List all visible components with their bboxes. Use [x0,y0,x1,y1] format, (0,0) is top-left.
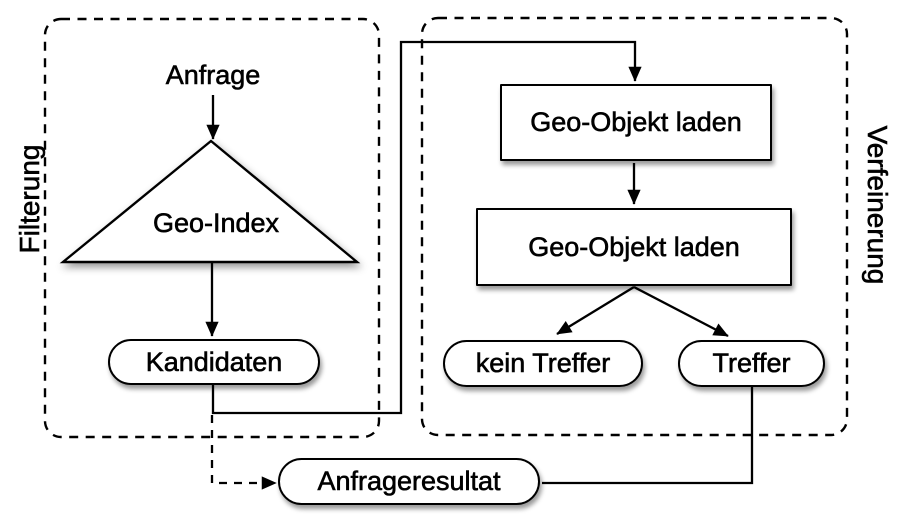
kandidaten-node: Kandidaten [108,339,320,385]
filterung-section-label: Filterung [14,144,46,254]
edge-kandidaten-to-laden1 [211,40,642,415]
treffer-node-label: Treffer [712,348,791,378]
anfrageresultat-node: Anfrageresultat [278,458,540,505]
edge-laden2-to-treffer [633,285,729,338]
treffer-node: Treffer [678,340,825,387]
kandidaten-node-label: Kandidaten [145,346,283,377]
kein-treffer-node: kein Treffer [443,340,643,387]
verfeinerung-section-label: Verfeinerung [862,125,894,285]
geo-index-triangle [59,139,361,264]
geo-index-label: Geo-Index [152,208,280,239]
kein-treffer-node-label: kein Treffer [475,348,611,378]
edge-treffer-to-anfrageresultat [542,387,754,485]
edge-laden2-to-kein-treffer [556,286,635,335]
geo-objekt-laden-node-1: Geo-Objekt laden [500,84,772,161]
geo-objekt-laden-node-2: Geo-Objekt laden [476,208,792,286]
filterung-section-box [43,17,381,439]
geo-objekt-laden-node-2-label: Geo-Objekt laden [528,231,740,262]
edge-kandidaten-to-anfrageresultat-dashed [210,415,277,490]
anfrageresultat-node-label: Anfrageresultat [317,466,501,496]
geo-objekt-laden-node-1-label: Geo-Objekt laden [530,107,742,137]
verfeinerung-section-box [420,16,849,437]
anfrage-label: Anfrage [165,60,261,91]
